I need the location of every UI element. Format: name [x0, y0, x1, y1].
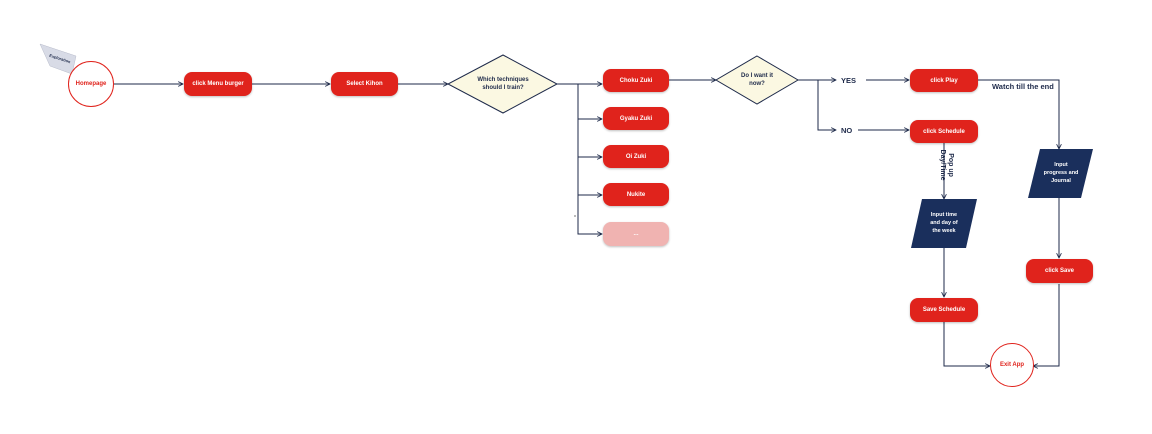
- edge-no: [817, 80, 836, 130]
- edge-to-gyaku: [557, 83, 602, 119]
- exit-app-node[interactable]: Exit App: [990, 343, 1034, 387]
- io-input-progress-shape: [1028, 149, 1093, 198]
- stray-dot: [574, 215, 576, 217]
- click-menu-burger-node[interactable]: click Menu burger: [184, 72, 252, 96]
- decision-which-techniques-shape: [446, 54, 559, 114]
- more-techniques-node[interactable]: ...: [603, 222, 669, 246]
- edge-save-to-exit: [1033, 284, 1060, 366]
- io-input-time-shape: [911, 199, 977, 248]
- edge-save-schedule-to-exit: [943, 322, 990, 366]
- edge-to-nukite: [577, 157, 602, 195]
- homepage-node[interactable]: Homepage: [68, 61, 114, 107]
- click-schedule-node[interactable]: click Schedule: [910, 120, 978, 143]
- oi-zuki-node[interactable]: Oi Zuki: [603, 145, 669, 168]
- click-play-node[interactable]: click Play: [910, 69, 978, 92]
- edge-label-watch: Watch till the end: [992, 82, 1054, 91]
- nukite-node[interactable]: Nukite: [603, 183, 669, 206]
- decision-do-i-want-shape: [715, 55, 799, 105]
- save-schedule-node[interactable]: Save Schedule: [910, 298, 978, 322]
- choku-zuki-node[interactable]: Choku Zuki: [603, 69, 669, 92]
- edge-label-popup: Pop up Day/Time: [939, 149, 955, 181]
- click-save-node[interactable]: click Save: [1026, 259, 1093, 283]
- gyaku-zuki-node[interactable]: Gyaku Zuki: [603, 107, 669, 130]
- edge-label-yes: YES: [841, 76, 857, 85]
- select-kihon-node[interactable]: Select Kihon: [331, 72, 398, 96]
- edge-label-no: NO: [841, 126, 853, 135]
- edge-play-to-progress: [978, 79, 1059, 149]
- edge-to-more: [577, 195, 602, 234]
- edge-to-oi: [577, 119, 602, 157]
